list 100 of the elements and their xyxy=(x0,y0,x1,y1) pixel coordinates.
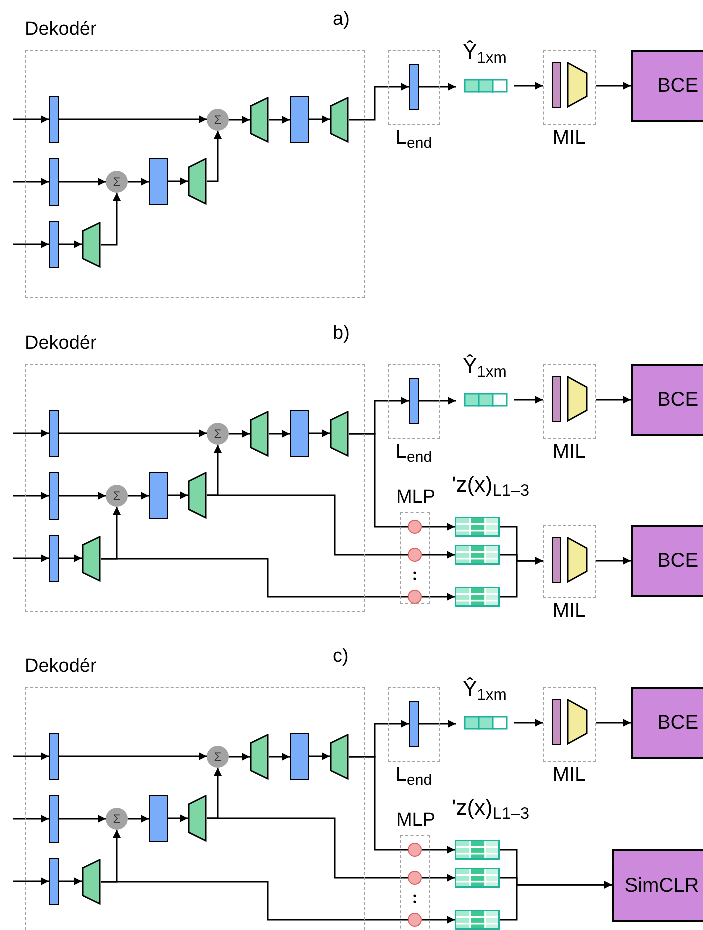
trapezoid-layer xyxy=(188,795,207,842)
arrow xyxy=(128,178,149,186)
arrow xyxy=(269,116,290,124)
group-label: Dekodér xyxy=(25,655,97,679)
loss-box: BCE xyxy=(631,364,703,436)
connector-line xyxy=(101,881,408,921)
arrow xyxy=(168,178,188,186)
arrow xyxy=(309,752,330,760)
trapezoid-layer xyxy=(82,859,101,905)
trapezoid-layer xyxy=(567,62,588,108)
arrow xyxy=(168,814,188,822)
group-label: L$_{end}$ xyxy=(396,126,432,150)
layer-block xyxy=(49,795,59,843)
layer-block xyxy=(49,158,59,206)
layer-block xyxy=(552,376,561,422)
feature-matrix xyxy=(455,840,500,860)
panel-label: c) xyxy=(333,645,349,669)
group-label: MLP xyxy=(396,486,436,510)
connector-line xyxy=(101,558,408,598)
arrow xyxy=(59,492,106,500)
trapezoid-layer xyxy=(82,536,101,582)
loss-box: BCE xyxy=(631,687,703,759)
panel-label: b) xyxy=(333,322,350,346)
feature-label: 'z(x)$_{L1–3}$ xyxy=(452,794,530,824)
trapezoid-layer xyxy=(188,158,207,205)
group-label: MIL xyxy=(552,126,586,150)
layer-block xyxy=(49,535,59,582)
group-label: MIL xyxy=(552,763,586,787)
feature-matrix xyxy=(455,517,500,537)
arrow xyxy=(13,240,49,248)
trapezoid-layer xyxy=(330,97,349,143)
arrow xyxy=(269,753,290,761)
arrow xyxy=(309,116,330,124)
layer-block xyxy=(290,733,309,780)
vector-label: Ŷ$_{1xm}$ xyxy=(463,354,507,382)
arrow xyxy=(422,593,455,601)
arrow xyxy=(269,430,290,438)
group-label: L$_{end}$ xyxy=(396,763,432,787)
layer-block xyxy=(552,62,561,108)
sum-node: Σ xyxy=(106,485,128,507)
arrow xyxy=(229,753,250,761)
arrow xyxy=(500,881,612,921)
layer-block xyxy=(49,96,59,143)
connector-line xyxy=(349,433,408,528)
arrow xyxy=(59,815,106,823)
arrow xyxy=(422,846,455,854)
arrow xyxy=(422,523,455,531)
arrow xyxy=(514,396,543,404)
arrow xyxy=(349,83,409,121)
layer-block xyxy=(290,410,309,457)
layer-block xyxy=(409,701,419,747)
panel-label: a) xyxy=(333,8,350,32)
arrow xyxy=(128,492,149,500)
arrow xyxy=(13,492,49,500)
trapezoid-layer xyxy=(250,734,269,780)
trapezoid-layer xyxy=(330,734,349,780)
trapezoid-layer xyxy=(82,222,101,268)
sum-node: Σ xyxy=(207,746,229,768)
loss-box: BCE xyxy=(631,525,703,597)
feature-matrix xyxy=(455,545,500,565)
layer-block xyxy=(49,221,59,268)
arrow xyxy=(13,878,49,886)
arrow xyxy=(514,82,543,90)
arrow xyxy=(13,752,49,760)
loss-box: SimCLR xyxy=(612,849,703,922)
arrow xyxy=(229,430,250,438)
arrow xyxy=(596,719,631,727)
arrow xyxy=(309,430,330,438)
arrow xyxy=(13,178,49,186)
layer-block xyxy=(149,158,168,205)
sum-node: Σ xyxy=(207,109,229,131)
arrow xyxy=(596,557,631,565)
arrow xyxy=(500,557,543,598)
layer-block xyxy=(552,537,561,583)
feature-matrix xyxy=(455,587,500,607)
sum-node: Σ xyxy=(106,171,128,193)
arrow xyxy=(168,492,188,500)
layer-block xyxy=(409,378,419,424)
arrow xyxy=(419,83,456,91)
layer-block xyxy=(290,96,309,143)
trapezoid-layer xyxy=(567,699,588,745)
group-label: MIL xyxy=(552,599,586,623)
feature-matrix xyxy=(455,868,500,888)
arrow xyxy=(59,752,207,760)
arrow xyxy=(59,240,82,248)
feature-label: 'z(x)$_{L1–3}$ xyxy=(452,471,530,501)
layer-block xyxy=(149,795,168,842)
arrow xyxy=(596,82,631,90)
group-label: MIL xyxy=(552,440,586,464)
layer-block xyxy=(49,472,59,520)
connector-line xyxy=(349,756,408,851)
arrow xyxy=(419,397,456,405)
arrow xyxy=(59,554,82,562)
arrow xyxy=(59,878,82,886)
trapezoid-layer xyxy=(188,472,207,519)
connector-line xyxy=(207,494,408,556)
group-label: L$_{end}$ xyxy=(396,440,432,464)
arrow xyxy=(59,116,207,124)
arrow xyxy=(59,178,106,186)
arrow xyxy=(13,554,49,562)
